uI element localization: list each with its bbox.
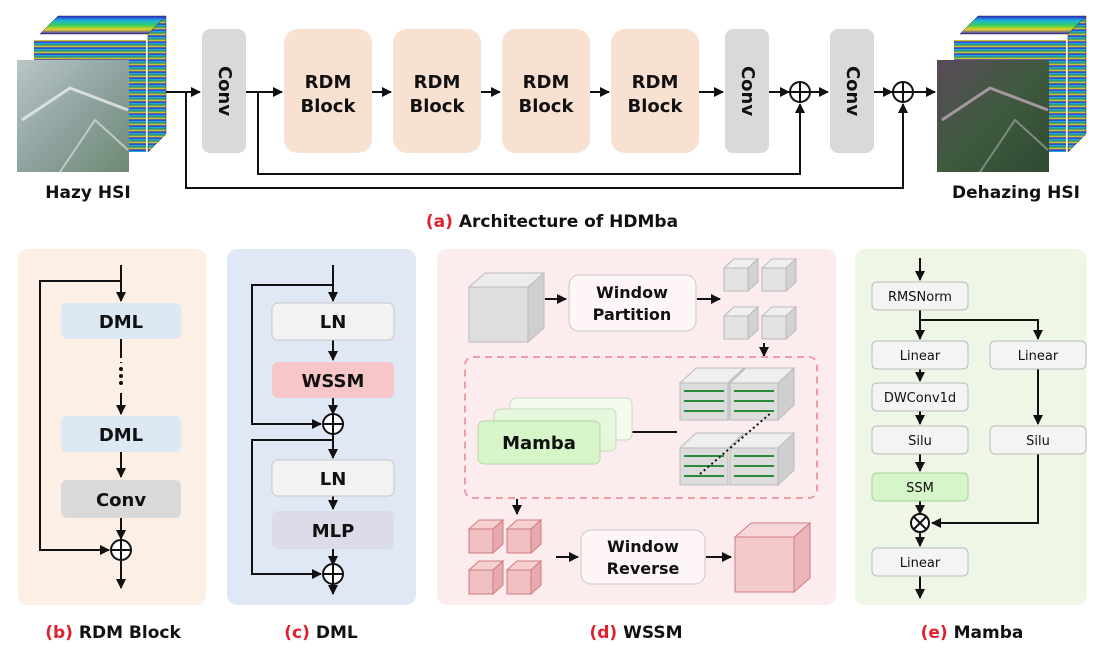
panel-c-background bbox=[227, 249, 416, 605]
ssm-box: SSM bbox=[871, 472, 969, 502]
top-add-nodes bbox=[789, 81, 914, 103]
silu-left-box: Silu bbox=[871, 425, 969, 455]
caption-a: (a) Architecture of HDMba bbox=[426, 212, 678, 232]
conv-block-3: Conv bbox=[830, 29, 874, 153]
svg-text:Linear: Linear bbox=[900, 349, 941, 364]
caption-d: (d) WSSM bbox=[589, 623, 682, 643]
mamba-label: Mamba bbox=[502, 433, 576, 454]
panel-c-wssm: WSSM bbox=[272, 362, 394, 398]
svg-text:Linear: Linear bbox=[1018, 349, 1059, 364]
svg-text:Linear: Linear bbox=[900, 556, 941, 571]
rmsnorm-box: RMSNorm bbox=[871, 281, 969, 311]
conv-block-2: Conv bbox=[725, 29, 769, 153]
svg-text:RMSNorm: RMSNorm bbox=[888, 290, 952, 305]
svg-text:SSM: SSM bbox=[906, 481, 934, 496]
svg-text:Conv: Conv bbox=[842, 66, 863, 116]
linear-right-box: Linear bbox=[989, 340, 1087, 370]
panel-b-dots bbox=[119, 367, 123, 385]
svg-text:LN: LN bbox=[320, 312, 347, 333]
svg-text:LN: LN bbox=[320, 469, 347, 490]
svg-text:Partition: Partition bbox=[593, 305, 672, 324]
rdm-block-4: RDM Block bbox=[611, 29, 699, 153]
rdm-block-2: RDM Block bbox=[393, 29, 481, 153]
window-partition-box: Window Partition bbox=[568, 274, 697, 332]
svg-text:RDM: RDM bbox=[632, 72, 679, 93]
panel-c-ln-2: LN bbox=[271, 459, 395, 497]
svg-text:RDM: RDM bbox=[414, 72, 461, 93]
svg-text:Silu: Silu bbox=[1026, 434, 1050, 449]
svg-text:Block: Block bbox=[628, 96, 684, 117]
panel-c-add-nodes bbox=[322, 413, 344, 585]
window-reverse-box: Window Reverse bbox=[580, 529, 706, 585]
svg-text:Conv: Conv bbox=[96, 490, 146, 511]
linear-out-box: Linear bbox=[871, 547, 969, 577]
svg-text:Reverse: Reverse bbox=[607, 559, 680, 578]
mamba-stack: Mamba bbox=[477, 397, 633, 465]
svg-text:DWConv1d: DWConv1d bbox=[884, 391, 956, 406]
svg-text:DML: DML bbox=[99, 425, 143, 446]
svg-text:Window: Window bbox=[596, 283, 668, 302]
svg-text:Block: Block bbox=[519, 96, 575, 117]
conv-block-1: Conv bbox=[202, 29, 246, 153]
rdm-block-3: RDM Block bbox=[502, 29, 590, 153]
hazy-hsi-label: Hazy HSI bbox=[45, 183, 130, 203]
panel-c-mlp: MLP bbox=[272, 511, 394, 549]
scan-windows bbox=[678, 366, 796, 487]
rdm-block-1: RDM Block bbox=[284, 29, 372, 153]
svg-text:DML: DML bbox=[99, 312, 143, 333]
svg-text:WSSM: WSSM bbox=[302, 371, 365, 392]
panel-b-lines bbox=[39, 265, 126, 589]
svg-text:RDM: RDM bbox=[305, 72, 352, 93]
svg-text:Conv: Conv bbox=[214, 66, 235, 116]
svg-text:MLP: MLP bbox=[312, 521, 355, 542]
panel-b-conv: Conv bbox=[61, 480, 181, 518]
reversed-cubes bbox=[467, 518, 543, 596]
svg-text:Window: Window bbox=[607, 537, 679, 556]
caption-b: (b) RDM Block bbox=[45, 623, 181, 643]
dehazing-hsi-label: Dehazing HSI bbox=[952, 183, 1080, 203]
panel-b-dml-1: DML bbox=[61, 303, 181, 339]
svg-text:Block: Block bbox=[410, 96, 466, 117]
panel-c-ln-1: LN bbox=[271, 302, 395, 341]
panel-b-dml-2: DML bbox=[61, 416, 181, 452]
output-feature-cube bbox=[733, 521, 812, 594]
multiply-node bbox=[910, 513, 930, 533]
svg-text:Conv: Conv bbox=[737, 66, 758, 116]
svg-text:Silu: Silu bbox=[908, 434, 932, 449]
caption-e: (e) Mamba bbox=[921, 623, 1024, 643]
linear-left-box: Linear bbox=[871, 340, 969, 370]
input-feature-cube bbox=[467, 271, 546, 344]
silu-right-box: Silu bbox=[989, 425, 1087, 455]
panel-e-lines bbox=[915, 258, 1043, 599]
partitioned-cubes bbox=[722, 257, 798, 341]
panel-c-lines bbox=[251, 265, 338, 595]
panel-b-add-node bbox=[110, 539, 132, 561]
dwconv-box: DWConv1d bbox=[871, 382, 969, 412]
dehazing-hsi-cube bbox=[937, 15, 1087, 173]
top-flow-arrows bbox=[166, 87, 936, 189]
svg-text:Block: Block bbox=[301, 96, 357, 117]
hazy-hsi-cube bbox=[17, 15, 167, 173]
caption-c: (c) DML bbox=[284, 623, 358, 643]
svg-text:RDM: RDM bbox=[523, 72, 570, 93]
wssm-dashed-region bbox=[464, 356, 818, 499]
